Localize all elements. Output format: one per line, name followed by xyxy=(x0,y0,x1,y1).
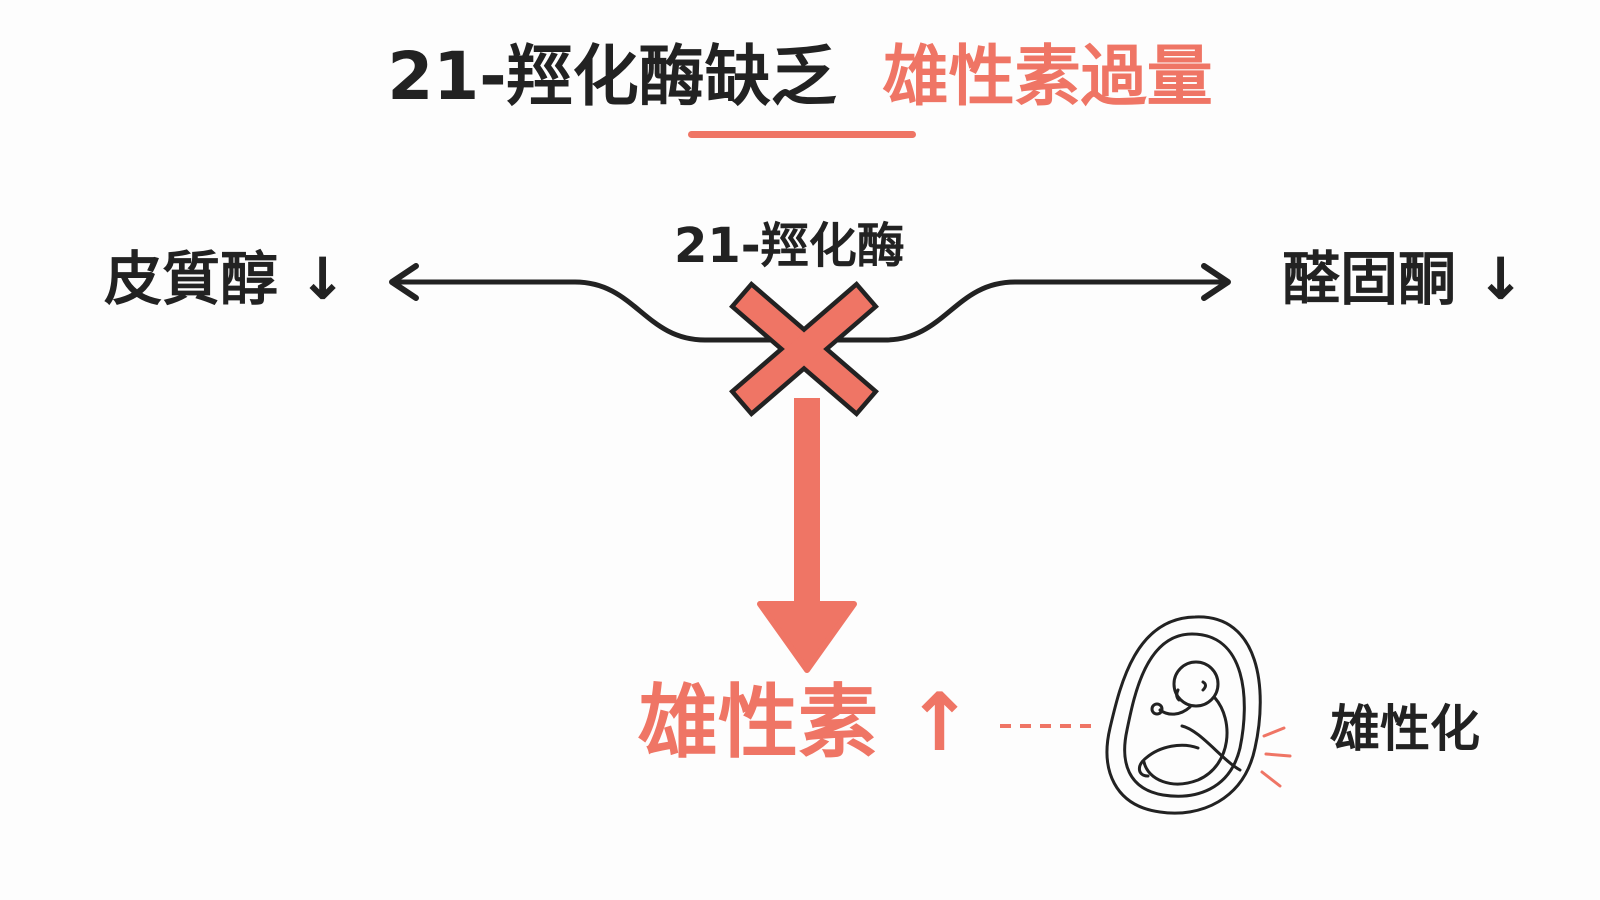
down-arrow xyxy=(757,398,857,673)
cortisol-label: 皮質醇 ↓ xyxy=(104,245,347,313)
virilization-label: 雄性化 xyxy=(1330,700,1480,758)
x-cross-icon xyxy=(729,281,879,417)
fetus-icon xyxy=(1105,615,1292,815)
title-underline xyxy=(688,131,916,138)
aldosterone-label: 醛固酮 ↓ xyxy=(1282,245,1525,313)
left-arrowhead xyxy=(389,263,419,301)
title-part-androgen-excess: 雄性素過量 xyxy=(882,38,1213,115)
page-title: 21-羥化酶缺乏雄性素過量 xyxy=(0,32,1600,122)
right-arrowhead xyxy=(1201,263,1231,301)
title-part-deficiency: 21-羥化酶缺乏 xyxy=(387,38,837,115)
enzyme-label: 21-羥化酶 xyxy=(674,218,905,274)
androgen-label: 雄性素 ↑ xyxy=(638,676,973,769)
